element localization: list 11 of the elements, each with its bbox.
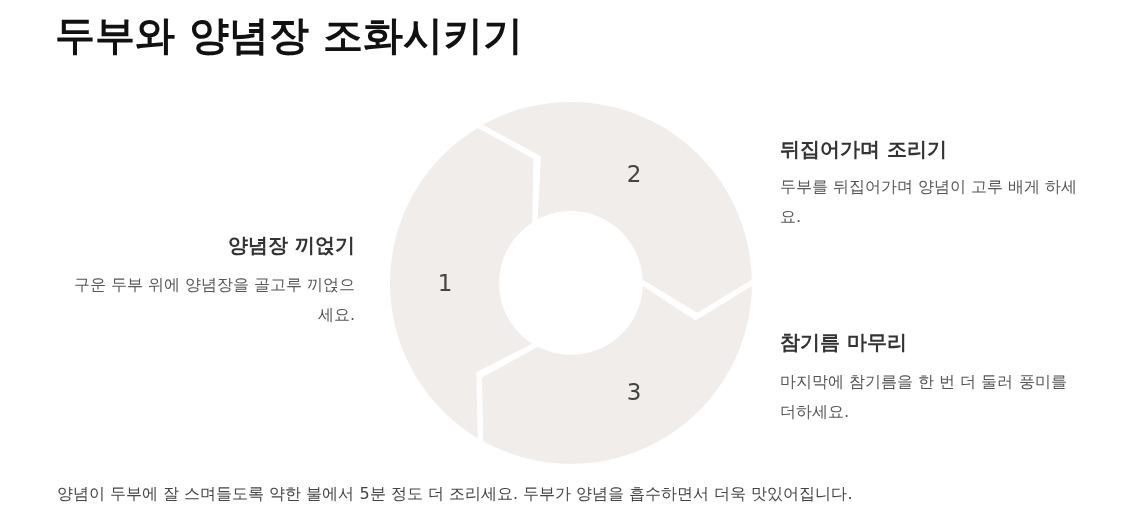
step-description: 구운 두부 위에 양념장을 골고루 끼얹으세요. [72, 274, 355, 326]
step-heading: 뒤집어가며 조리기 [780, 136, 948, 163]
step-number: 2 [626, 160, 642, 187]
step-description: 마지막에 참기름을 한 번 더 둘러 풍미를 더하세요. [780, 371, 1068, 423]
step-number: 3 [626, 379, 642, 406]
step-description: 두부를 뒤집어가며 양념이 고루 배게 하세요. [780, 176, 1079, 228]
step-heading: 참기름 마무리 [780, 329, 908, 356]
title: 두부와 양념장 조화시키기 [55, 11, 523, 60]
note-text: 양념이 두부에 잘 스며들도록 약한 불에서 5분 정도 더 조리세요. 두부가 양념을 흡수하면서 더욱 맛있어집니다. [57, 484, 853, 505]
step-number: 1 [437, 270, 453, 296]
step-heading: 양념장 끼얹기 [227, 232, 355, 259]
